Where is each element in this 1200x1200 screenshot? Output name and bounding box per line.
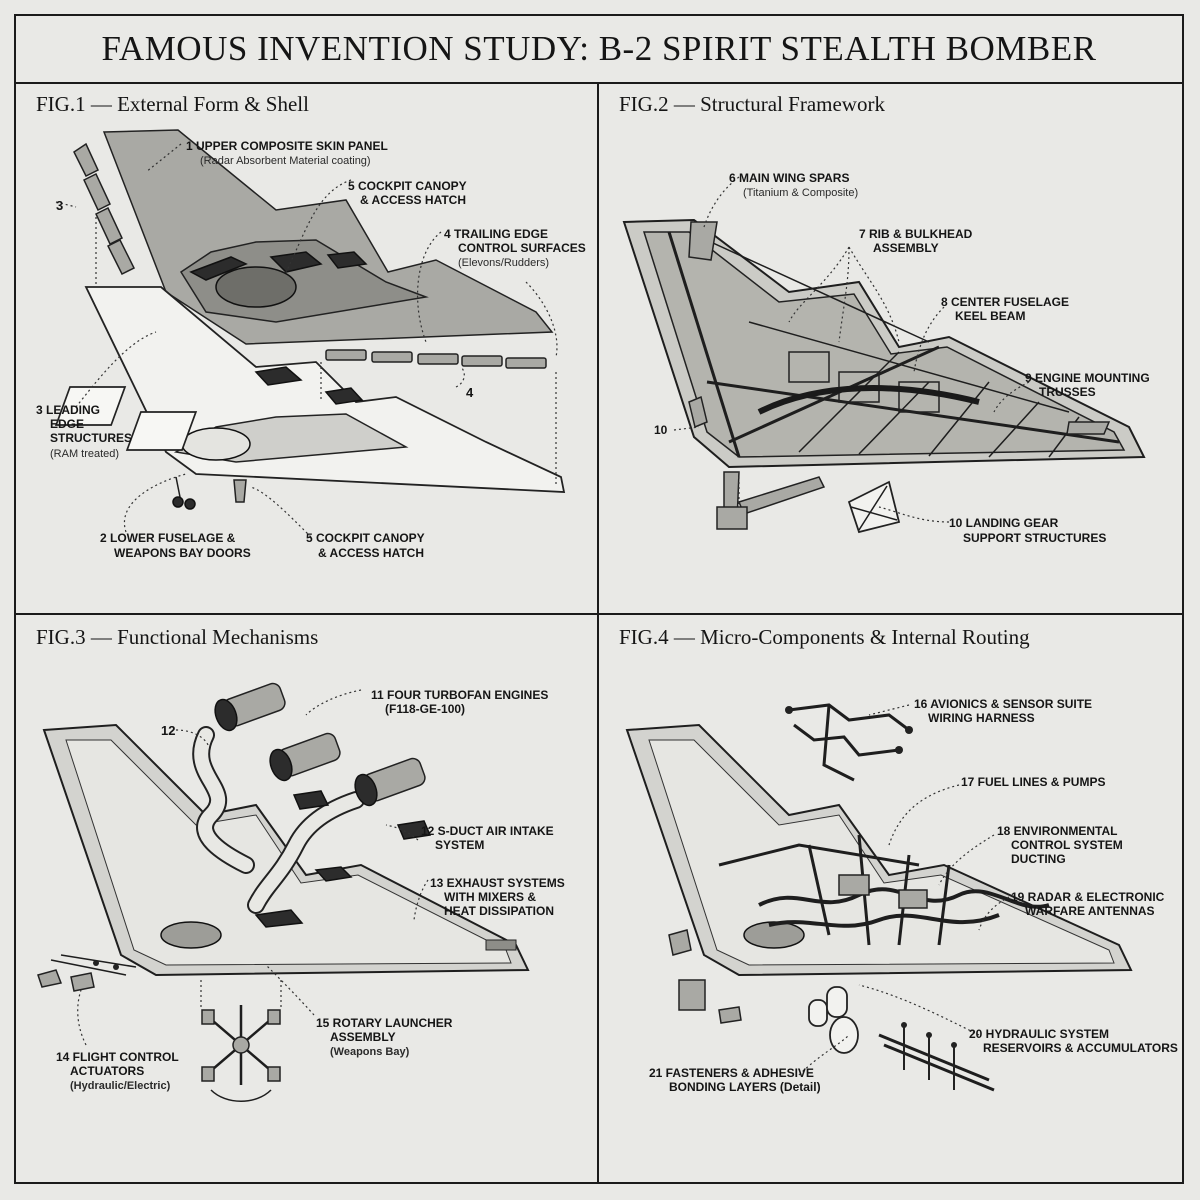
- label-exhaust-1: 13 EXHAUST SYSTEMS: [430, 876, 565, 890]
- leader-lines: [798, 704, 1010, 1076]
- figure-4-panel: FIG.4 — Micro-Components & Internal Rout…: [599, 615, 1182, 1182]
- hydraulic-reservoirs: [808, 986, 859, 1054]
- airframe-outline: [625, 723, 1133, 977]
- figure-3-panel: FIG.3 — Functional Mechanisms: [16, 615, 599, 1182]
- label-engines-2: (F118-GE-100): [385, 702, 465, 716]
- label-actuators-3: (Hydraulic/Electric): [70, 1080, 171, 1092]
- figure-4-drawing: 16 AVIONICS & SENSOR SUITE WIRING HARNES…: [625, 697, 1178, 1094]
- figure-1-title: FIG.1 — External Form & Shell: [36, 92, 309, 116]
- label-avionics-2: WIRING HARNESS: [928, 711, 1035, 725]
- leader-lines: [55, 143, 558, 538]
- leader-lines: [673, 176, 1030, 523]
- figure-4-title: FIG.4 — Micro-Components & Internal Rout…: [619, 625, 1030, 649]
- leading-edge-pieces: [73, 142, 136, 276]
- label-engine-1: 9 ENGINE MOUNTING: [1025, 371, 1150, 385]
- label-exhaust-3: HEAT DISSIPATION: [444, 904, 554, 918]
- label-canopy-bot-2: & ACCESS HATCH: [318, 546, 424, 560]
- label-fasteners-2: BONDING LAYERS (Detail): [669, 1080, 821, 1094]
- figure-2-drawing: 6 MAIN WING SPARS (Titanium & Composite)…: [622, 171, 1150, 545]
- figure-2-panel: FIG.2 — Structural Framework: [599, 82, 1182, 615]
- figure-1-panel: FIG.1 — External Form & Shell: [16, 82, 599, 615]
- label-keel-1: 8 CENTER FUSELAGE: [941, 295, 1069, 309]
- label-avionics-1: 16 AVIONICS & SENSOR SUITE: [914, 697, 1092, 711]
- label-spars-sub: (Titanium & Composite): [743, 187, 858, 199]
- label-leading-sub: (RAM treated): [50, 448, 119, 460]
- label-leading-2: EDGE: [50, 417, 84, 431]
- label-fasteners-1: 21 FASTENERS & ADHESIVE: [649, 1066, 814, 1080]
- label-engine-2: TRUSSES: [1039, 385, 1096, 399]
- page-title: FAMOUS INVENTION STUDY: B-2 SPIRIT STEAL…: [101, 29, 1097, 68]
- fastener-detail: [668, 929, 995, 1092]
- label-intake-2: SYSTEM: [435, 838, 484, 852]
- label-launcher-3: (Weapons Bay): [330, 1046, 410, 1058]
- label-canopy-top-2: & ACCESS HATCH: [360, 193, 466, 207]
- label-trailing-sub: (Elevons/Rudders): [458, 257, 549, 269]
- s-duct-intakes: [192, 726, 365, 914]
- label-ecs-1: 18 ENVIRONMENTAL: [997, 824, 1117, 838]
- label-rib-1: 7 RIB & BULKHEAD: [859, 227, 973, 241]
- label-gear-1: 10 LANDING GEAR: [949, 516, 1059, 530]
- label-num-4: 4: [466, 385, 474, 400]
- label-ecs-3: DUCTING: [1011, 852, 1066, 866]
- label-actuators-1: 14 FLIGHT CONTROL: [56, 1050, 179, 1064]
- figure-3-title: FIG.3 — Functional Mechanisms: [36, 625, 319, 649]
- label-leading-1: 3 LEADING: [36, 403, 100, 417]
- label-lower-1: 2 LOWER FUSELAGE &: [100, 531, 236, 545]
- label-trailing-2: CONTROL SURFACES: [458, 241, 586, 255]
- landing-gear-struts: [688, 395, 901, 534]
- label-launcher-1: 15 ROTARY LAUNCHER: [316, 1016, 453, 1030]
- upper-skin-panel: [102, 129, 554, 345]
- label-intake-1: 12 S-DUCT AIR INTAKE: [421, 824, 554, 838]
- rotary-launcher: [201, 1005, 281, 1102]
- label-num-3: 3: [56, 198, 63, 213]
- label-upper-skin: 1 UPPER COMPOSITE SKIN PANEL: [186, 139, 388, 153]
- label-lower-2: WEAPONS BAY DOORS: [114, 546, 251, 560]
- label-num-12: 12: [161, 723, 175, 738]
- label-spars: 6 MAIN WING SPARS: [729, 171, 849, 185]
- fuel-and-ecs-routing: [718, 834, 1050, 946]
- title-bar: FAMOUS INVENTION STUDY: B-2 SPIRIT STEAL…: [16, 16, 1182, 84]
- label-engines-1: 11 FOUR TURBOFAN ENGINES: [371, 688, 548, 702]
- label-radar-2: WARFARE ANTENNAS: [1025, 904, 1155, 918]
- label-canopy-bot-1: 5 COCKPIT CANOPY: [306, 531, 425, 545]
- label-rib-2: ASSEMBLY: [873, 241, 939, 255]
- label-launcher-2: ASSEMBLY: [330, 1030, 396, 1044]
- label-exhaust-2: WITH MIXERS &: [444, 890, 536, 904]
- structural-frame: [622, 218, 1146, 469]
- label-ecs-2: CONTROL SYSTEM: [1011, 838, 1123, 852]
- label-gear-2: SUPPORT STRUCTURES: [963, 531, 1106, 545]
- label-hydraulic-2: RESERVOIRS & ACCUMULATORS: [983, 1041, 1178, 1055]
- label-fuel: 17 FUEL LINES & PUMPS: [961, 775, 1105, 789]
- figure-3-drawing: 11 FOUR TURBOFAN ENGINES (F118-GE-100) 1…: [37, 682, 565, 1102]
- label-actuators-2: ACTUATORS: [70, 1064, 144, 1078]
- lower-fuselage: [54, 286, 566, 510]
- label-hydraulic-1: 20 HYDRAULIC SYSTEM: [969, 1027, 1109, 1041]
- label-canopy-top-1: 5 COCKPIT CANOPY: [348, 179, 467, 193]
- trailing-edge-elevons: [325, 349, 547, 369]
- label-num-10: 10: [654, 423, 668, 437]
- figure-2-title: FIG.2 — Structural Framework: [619, 92, 885, 116]
- label-leading-3: STRUCTURES: [50, 431, 132, 445]
- label-keel-2: KEEL BEAM: [955, 309, 1025, 323]
- wiring-harness: [785, 703, 913, 782]
- label-upper-skin-sub: (Radar Absorbent Material coating): [200, 155, 371, 167]
- flight-control-actuators: [37, 954, 137, 992]
- leader-lines: [77, 689, 429, 1046]
- label-trailing-1: 4 TRAILING EDGE: [444, 227, 548, 241]
- turbofan-engines: [214, 682, 432, 840]
- label-radar-1: 19 RADAR & ELECTRONIC: [1011, 890, 1165, 904]
- figure-1-drawing: 1 UPPER COMPOSITE SKIN PANEL (Radar Abso…: [36, 129, 586, 560]
- outer-frame: [14, 14, 1184, 1184]
